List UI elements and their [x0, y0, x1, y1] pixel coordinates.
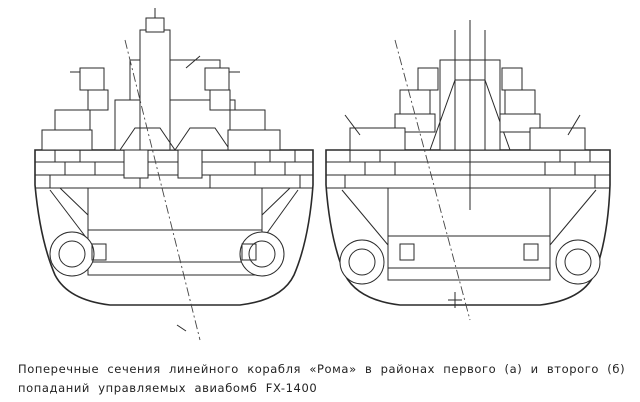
caption-line-2: попаданий управляемых авиабомб FX-1400 — [18, 381, 318, 395]
cross-section-b — [325, 20, 611, 306]
bomb-trajectory-a — [124, 39, 201, 341]
caption-line-1: Поперечные сечения линейного корабля «Ро… — [18, 362, 626, 376]
figure-caption: Поперечные сечения линейного корабля «Ро… — [18, 360, 628, 398]
bomb-trajectory-b — [394, 39, 471, 321]
cross-section-a — [34, 8, 314, 306]
hull-cross-sections-figure — [34, 8, 611, 341]
